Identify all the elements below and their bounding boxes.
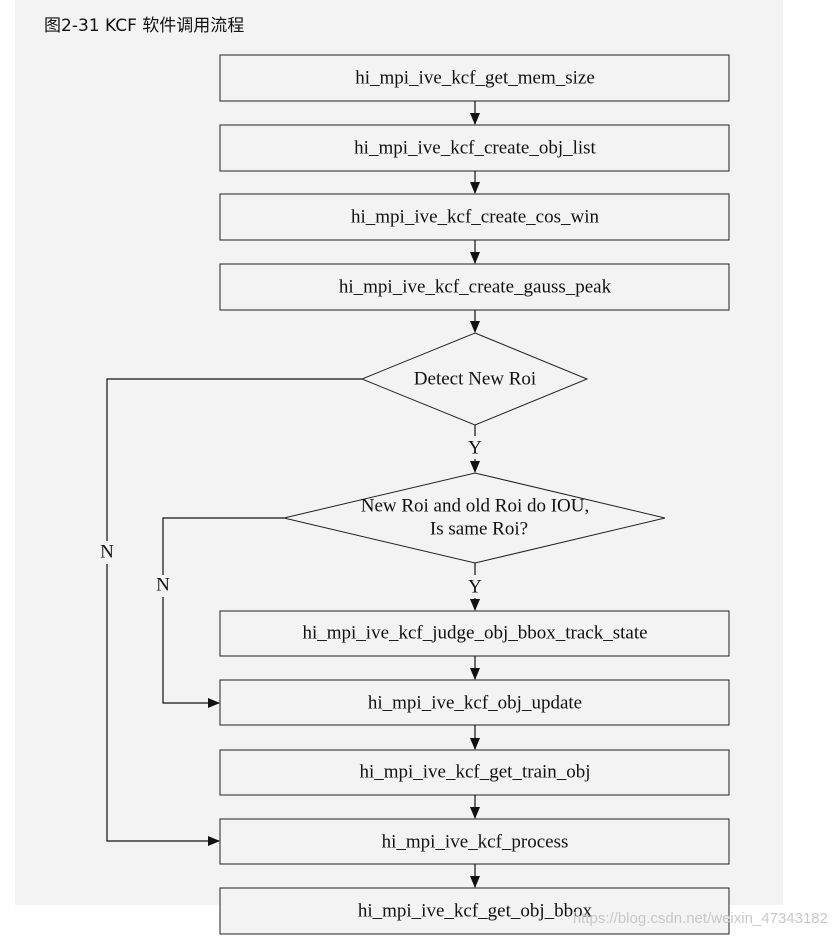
label-detect-new-roi: Detect New Roi xyxy=(414,368,536,389)
watermark-text: https://blog.csdn.net/weixin_47343182 xyxy=(572,910,828,927)
step-obj-update xyxy=(219,679,730,726)
edge-label-no: N xyxy=(156,574,170,595)
edge-label-no: N xyxy=(100,541,114,562)
label-create-gauss-peak: hi_mpi_ive_kcf_create_gauss_peak xyxy=(339,276,612,297)
label-get-train-obj: hi_mpi_ive_kcf_get_train_obj xyxy=(359,761,590,782)
label-create-cos-win: hi_mpi_ive_kcf_create_cos_win xyxy=(351,206,599,227)
label-iou-line1: New Roi and old Roi do IOU, xyxy=(361,495,590,516)
step-process xyxy=(219,818,730,865)
edge-no-same-roi-bottom xyxy=(162,597,220,708)
step-create-obj-list xyxy=(219,124,730,172)
label-process: hi_mpi_ive_kcf_process xyxy=(382,831,569,852)
label-judge-track-state: hi_mpi_ive_kcf_judge_obj_bbox_track_stat… xyxy=(302,622,647,643)
edge-no-detect-top xyxy=(106,378,362,541)
step-get-mem-size xyxy=(219,54,730,102)
edge-no-same-roi-top xyxy=(162,517,284,575)
label-iou-line2: Is same Roi? xyxy=(430,518,528,539)
label-get-obj-bbox: hi_mpi_ive_kcf_get_obj_bbox xyxy=(358,900,593,921)
edge-label-yes: Y xyxy=(468,437,482,458)
figure-caption: 图2-31 KCF 软件调用流程 xyxy=(44,16,245,36)
label-create-obj-list: hi_mpi_ive_kcf_create_obj_list xyxy=(354,137,596,158)
label-get-mem-size: hi_mpi_ive_kcf_get_mem_size xyxy=(355,67,595,88)
step-get-obj-bbox xyxy=(219,887,730,935)
label-obj-update: hi_mpi_ive_kcf_obj_update xyxy=(368,692,582,713)
edge-no-detect-bottom xyxy=(106,564,220,846)
edge-label-yes: Y xyxy=(468,576,482,597)
